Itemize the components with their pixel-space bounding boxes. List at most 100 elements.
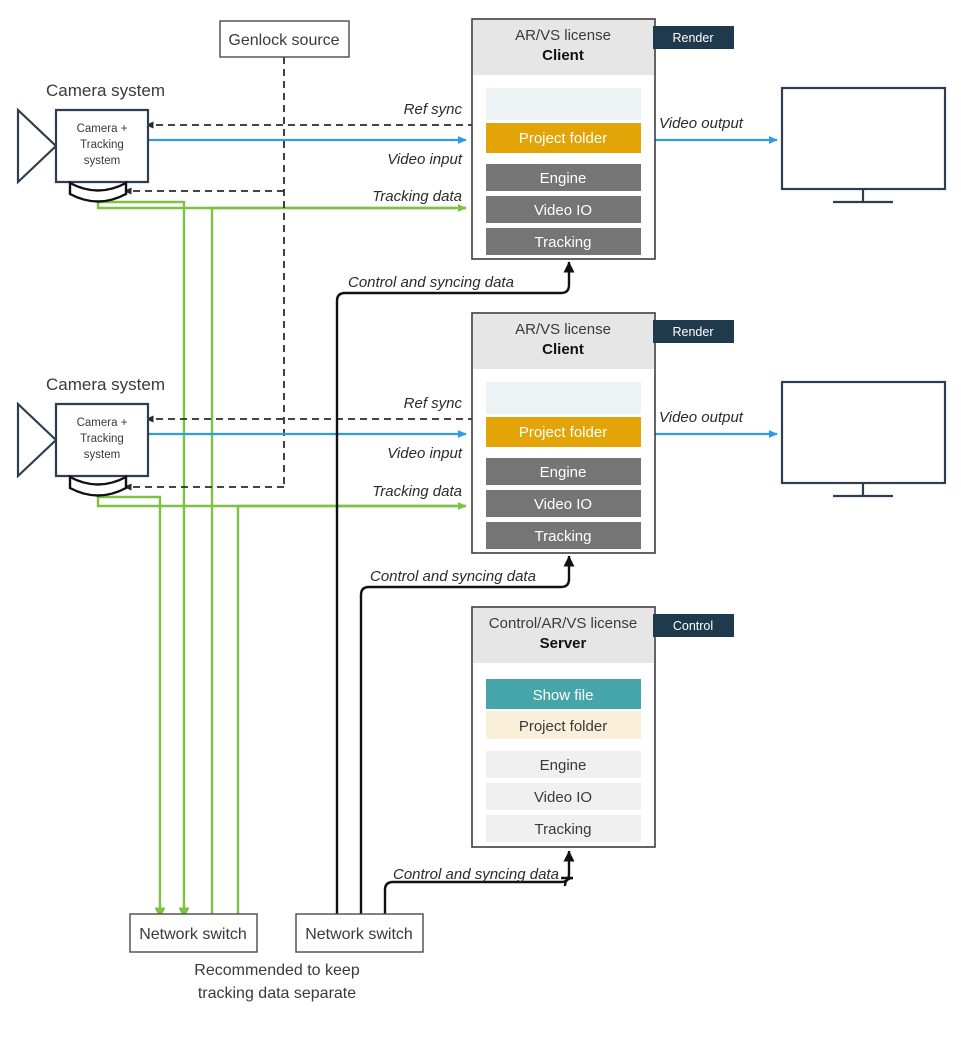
client-2-module-video-io-label: Video IO (534, 496, 592, 513)
client-2-module-blank[interactable] (486, 382, 641, 414)
client-1-module-tracking[interactable] (486, 228, 641, 255)
client-panel-1[interactable]: AR/VS license Client Project folder Engi… (471, 18, 656, 260)
server-header (473, 608, 654, 663)
server-module-show-file-label: Show file (533, 687, 594, 704)
footnote-line-1: Recommended to keep (194, 962, 360, 979)
network-switch-left-label: Network switch (139, 926, 247, 943)
server-license: Control/AR/VS license (489, 615, 637, 632)
camera-lens-icon-1 (16, 107, 58, 185)
edge-label-control-sync-2: Control and syncing data (370, 568, 536, 585)
tracking-line-client2-down (236, 504, 466, 930)
server-badge-label: Control (673, 619, 713, 633)
server-panel[interactable]: Control/AR/VS license Server Show file P… (471, 606, 656, 848)
monitor-1 (780, 86, 947, 204)
client-panel-2[interactable]: AR/VS license Client Project folder Engi… (471, 312, 656, 554)
edge-label-control-sync-3: Control and syncing data (393, 866, 559, 883)
tracking-line-cam2-to-switch (96, 490, 166, 919)
server-module-show-file[interactable] (486, 679, 641, 709)
server-module-tracking[interactable] (486, 815, 641, 842)
server-module-video-io-label: Video IO (534, 789, 592, 806)
client-1-module-tracking-label: Tracking (535, 234, 592, 251)
server-badge: Control (653, 614, 734, 637)
client-1-module-engine[interactable] (486, 164, 641, 191)
tracker-icon-1 (68, 180, 128, 203)
server-module-engine[interactable] (486, 751, 641, 778)
client-1-module-blank[interactable] (486, 88, 641, 120)
client-2-module-video-io[interactable] (486, 490, 641, 517)
camera-system-2-title: Camera system (46, 375, 165, 394)
client-2-role: Client (542, 341, 584, 358)
server-module-tracking-label: Tracking (535, 821, 592, 838)
camera-label-2-line1: Camera + (77, 417, 128, 429)
edge-label-video-input-2: Video input (387, 445, 463, 462)
client-1-header (473, 20, 654, 75)
server-module-project-folder[interactable] (486, 711, 641, 739)
footnote-line-2: tracking data separate (198, 985, 356, 1002)
network-switch-left-box (129, 913, 258, 953)
client-2-module-engine-label: Engine (540, 464, 587, 481)
edge-label-tracking-data-2: Tracking data (372, 483, 462, 500)
client-2-module-project-folder-label: Project folder (519, 424, 607, 441)
client-2-module-project-folder[interactable] (486, 417, 641, 447)
client-2-module-engine[interactable] (486, 458, 641, 485)
server-module-engine-label: Engine (540, 757, 587, 774)
genlock-ref-sync-lines-group (123, 57, 475, 491)
camera-label-line3: system (84, 155, 120, 167)
edge-label-video-output-1: Video output (659, 115, 744, 132)
client-2-badge: Render (653, 320, 734, 343)
genlock-box (219, 20, 350, 58)
client-1-badge-box (653, 26, 734, 49)
camera-system-1[interactable]: Camera system Camera + Tracking system (16, 81, 165, 203)
camera-system-1-title: Camera system (46, 81, 165, 100)
client-2-module-tracking-label: Tracking (535, 528, 592, 545)
client-1-badge: Render (653, 26, 734, 49)
control-line-server-up (383, 850, 575, 918)
camera-body-icon-2 (54, 402, 150, 478)
client-1-module-engine-label: Engine (540, 170, 587, 187)
client-1-role: Client (542, 47, 584, 64)
server-module-video-io[interactable] (486, 783, 641, 810)
tracking-line-cam1-to-switch (96, 196, 190, 919)
network-switch-left[interactable]: Network switch (129, 913, 258, 953)
edge-label-tracking-data-1: Tracking data (372, 188, 462, 205)
network-switch-right[interactable]: Network switch (295, 913, 424, 953)
control-sync-lines-group (335, 261, 575, 918)
tracker-icon-2 (68, 474, 128, 497)
edge-label-control-sync-1: Control and syncing data (348, 274, 514, 291)
genlock-label: Genlock source (228, 32, 339, 49)
edge-label-ref-sync-2: Ref sync (404, 395, 463, 412)
control-line-client2 (359, 555, 575, 918)
client-1-module-project-folder[interactable] (486, 123, 641, 153)
control-line-client1 (335, 261, 575, 918)
camera-label-line2: Tracking (80, 139, 124, 151)
client-2-license: AR/VS license (515, 321, 611, 338)
video-lines-group (148, 136, 778, 438)
client-1-license: AR/VS license (515, 27, 611, 44)
client-2-module-tracking[interactable] (486, 522, 641, 549)
client-2-header (473, 314, 654, 369)
camera-body-icon-1 (54, 108, 150, 184)
monitor-1-screen (780, 86, 947, 191)
monitor-2 (780, 380, 947, 498)
camera-system-2[interactable]: Camera system Camera + Tracking system (16, 375, 165, 497)
client-1-module-project-folder-label: Project folder (519, 130, 607, 147)
edge-labels-group: Ref sync Video input Tracking data Video… (348, 101, 744, 883)
edge-label-video-output-2: Video output (659, 409, 744, 426)
camera-label-2-line2: Tracking (80, 433, 124, 445)
edge-label-ref-sync-1: Ref sync (404, 101, 463, 118)
server-role: Server (540, 635, 587, 652)
client-1-module-video-io[interactable] (486, 196, 641, 223)
footnote: Recommended to keep tracking data separa… (194, 962, 360, 1002)
network-switch-right-box (295, 913, 424, 953)
monitor-2-screen (780, 380, 947, 485)
camera-label-line1: Camera + (77, 123, 128, 135)
tracking-line-client1-down (210, 206, 466, 930)
camera-label-2-line3: system (84, 449, 120, 461)
edge-label-video-input-1: Video input (387, 151, 463, 168)
genlock-source-node[interactable]: Genlock source (219, 20, 350, 58)
client-2-badge-label: Render (673, 325, 714, 339)
server-module-project-folder-label: Project folder (519, 718, 607, 735)
client-2-badge-box (653, 320, 734, 343)
